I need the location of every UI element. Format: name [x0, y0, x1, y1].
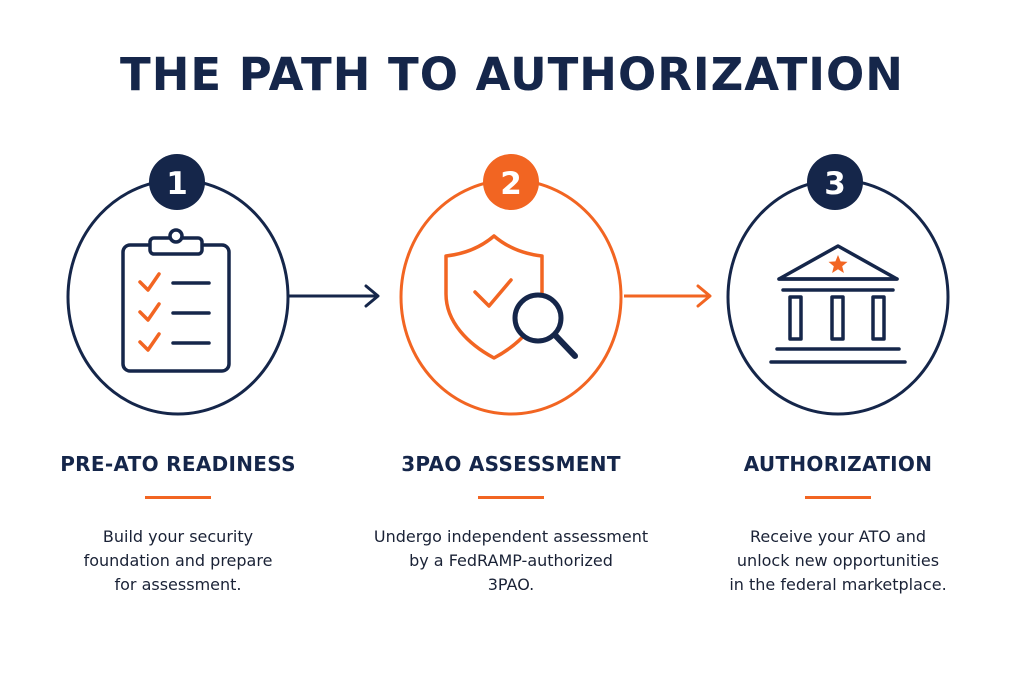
arrow-1-to-2	[289, 284, 380, 308]
step-3-number-badge	[807, 154, 863, 210]
step-2-description-line: Undergo independent assessment	[373, 527, 649, 546]
step-1-description-line: foundation and prepare	[83, 551, 273, 570]
step-2-description: Undergo independent assessment by a FedR…	[371, 525, 651, 597]
step-1: 1	[66, 154, 290, 416]
star-icon	[828, 255, 848, 273]
shield-magnifier-icon	[444, 234, 578, 360]
step-2-circle	[399, 178, 623, 416]
step-2: 2	[399, 154, 623, 416]
step-1-number-badge	[149, 154, 205, 210]
step-3-description-line: unlock new opportunities	[736, 551, 940, 570]
step-2-divider	[478, 496, 544, 499]
step-1-number: 1	[166, 166, 188, 202]
step-3: 3	[726, 154, 950, 416]
step-2-heading: 3PAO ASSESSMENT	[401, 452, 621, 476]
step-3-text-block: AUTHORIZATION Receive your ATO and unloc…	[698, 452, 978, 597]
step-2-number: 2	[500, 166, 522, 202]
step-1-description: Build your security foundation and prepa…	[38, 525, 318, 597]
step-1-circle	[66, 178, 290, 416]
step-2-text-block: 3PAO ASSESSMENT Undergo independent asse…	[371, 452, 651, 597]
step-2-number-badge	[483, 154, 539, 210]
step-1-description-line: Build your security	[102, 527, 254, 546]
step-3-divider	[805, 496, 871, 499]
step-3-description-line: in the federal marketplace.	[729, 575, 947, 594]
step-1-heading: PRE-ATO READINESS	[60, 452, 296, 476]
step-3-description: Receive your ATO and unlock new opportun…	[698, 525, 978, 597]
step-2-description-line: 3PAO.	[487, 575, 535, 594]
government-building-icon	[769, 244, 907, 364]
step-3-number: 3	[824, 166, 846, 202]
page-title: THE PATH TO AUTHORIZATION	[120, 48, 904, 101]
step-2-description-line: by a FedRAMP-authorized	[409, 551, 613, 570]
step-1-description-line: for assessment.	[114, 575, 242, 594]
step-3-heading: AUTHORIZATION	[743, 452, 933, 476]
clipboard-checklist-icon	[121, 228, 231, 373]
step-1-text-block: PRE-ATO READINESS Build your security fo…	[38, 452, 318, 597]
arrow-2-to-3	[624, 284, 712, 308]
step-3-description-line: Receive your ATO and	[749, 527, 927, 546]
step-1-divider	[145, 496, 211, 499]
